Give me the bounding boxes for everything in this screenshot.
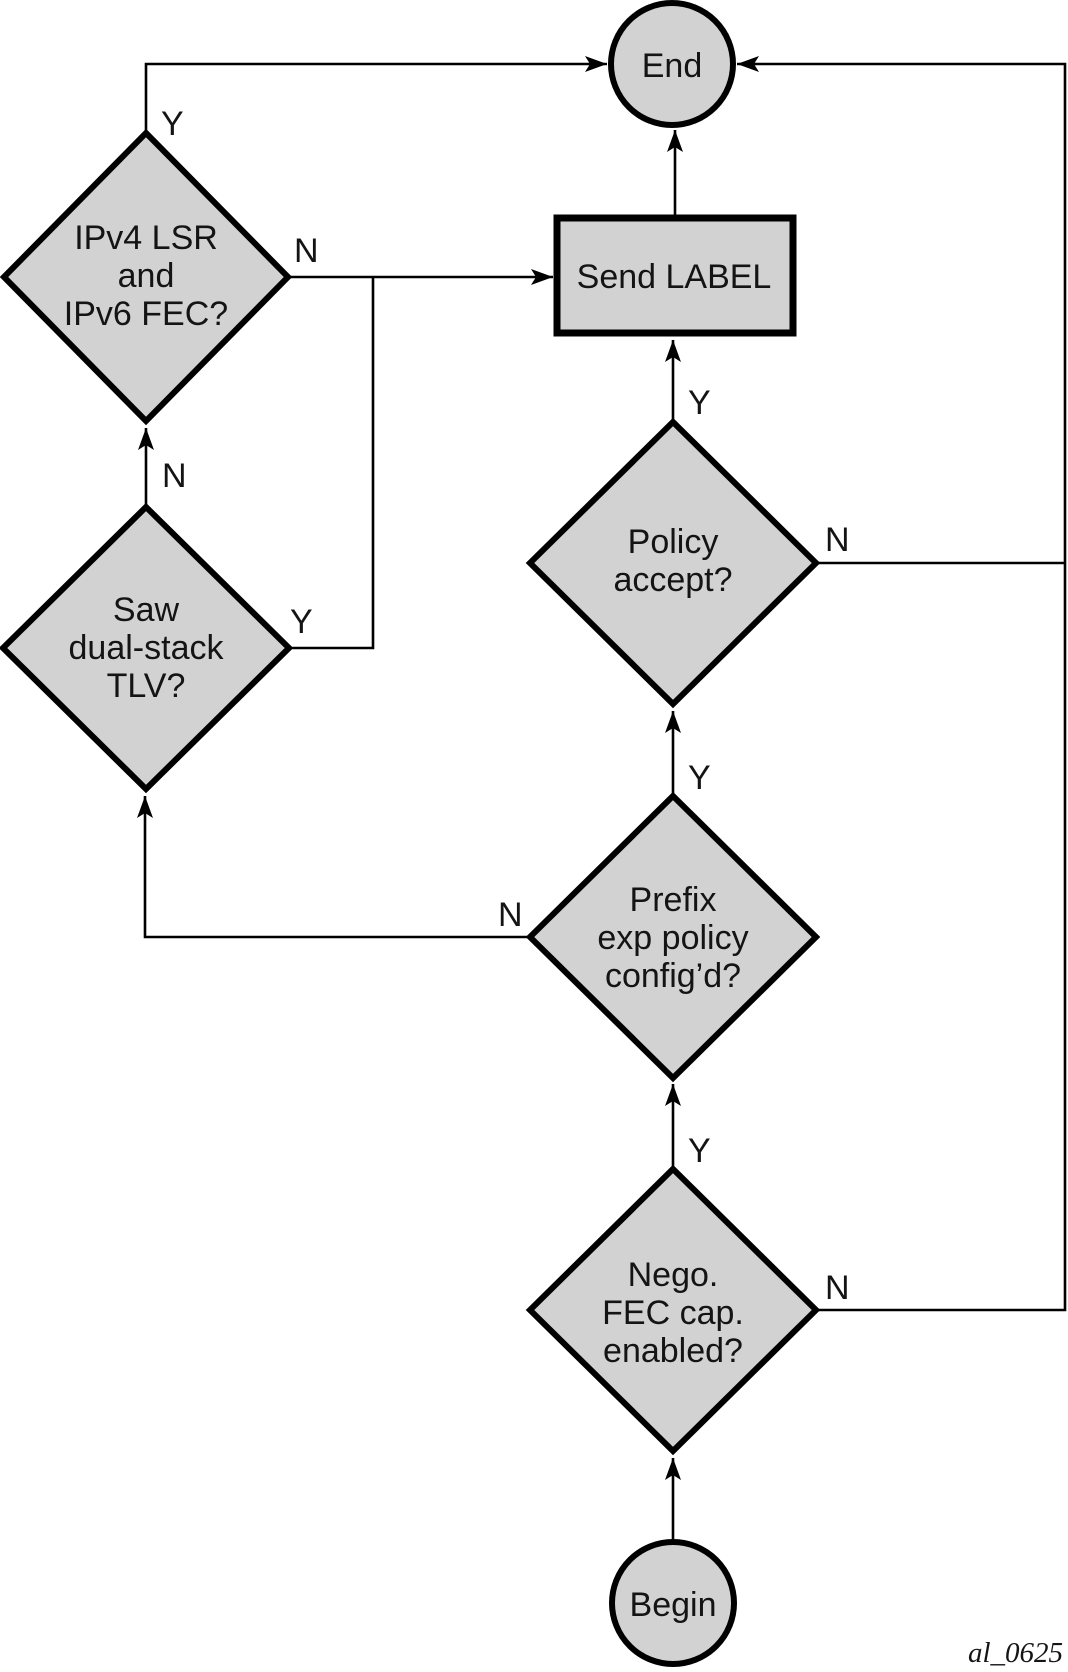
decision-saw-line3: TLV? (107, 667, 186, 705)
begin-node (609, 1539, 737, 1667)
decision-policy-line2: accept? (613, 561, 732, 599)
begin-node-label: Begin (630, 1586, 717, 1624)
branch-label-nego-yes: Y (688, 1132, 711, 1170)
edge-prefix-no (137, 796, 530, 939)
branch-label-prefix-no: N (498, 896, 523, 934)
decision-prefix-line1: Prefix (630, 881, 717, 919)
edge-saw-yes (289, 277, 375, 650)
edge-nego-no-to-end (737, 56, 1067, 1312)
decision-saw-line2: dual-stack (69, 629, 225, 667)
figure-watermark: al_0625 (968, 1637, 1063, 1669)
decision-prefix-line3: config’d? (605, 957, 741, 995)
decision-saw-dual-stack-tlv (0, 502, 294, 794)
decision-saw-line1: Saw (113, 591, 180, 629)
send-label-node (553, 214, 797, 337)
end-node (608, 0, 736, 128)
decision-ipv4-lsr-ipv6-fec (0, 128, 293, 426)
branch-label-ipv4-yes: Y (161, 105, 184, 143)
decision-nego-fec-cap (525, 1164, 821, 1456)
branch-label-policy-yes: Y (688, 384, 711, 422)
branch-label-nego-no: N (825, 1269, 850, 1307)
branch-label-ipv4-no: N (294, 232, 319, 270)
decision-nego-line1: Nego. (628, 1256, 719, 1294)
nodes: End IPv4 LSR and IPv6 FEC? Send LABEL Sa… (0, 0, 821, 1667)
end-node-label: End (642, 47, 703, 85)
decision-ipv4-line3: IPv6 FEC? (64, 295, 228, 333)
decision-prefix-line2: exp policy (597, 919, 748, 957)
decision-ipv4-line1: IPv4 LSR (74, 219, 218, 257)
decision-policy-accept (525, 417, 821, 709)
decision-policy-line1: Policy (628, 523, 719, 561)
edge-ipv4-yes-to-end (144, 56, 607, 133)
branch-label-policy-no: N (825, 521, 850, 559)
send-label-node-label: Send LABEL (577, 258, 772, 296)
decision-prefix-exp-policy (525, 791, 821, 1083)
branch-label-saw-no: N (162, 457, 187, 495)
edges (137, 56, 1067, 1541)
branch-label-prefix-yes: Y (688, 759, 711, 797)
decision-nego-line2: FEC cap. (602, 1294, 744, 1332)
decision-nego-line3: enabled? (603, 1332, 743, 1370)
branch-labels: Y N N Y Y N Y N Y N (161, 105, 850, 1307)
decision-ipv4-line2: and (118, 257, 175, 295)
branch-label-saw-yes: Y (290, 603, 313, 641)
